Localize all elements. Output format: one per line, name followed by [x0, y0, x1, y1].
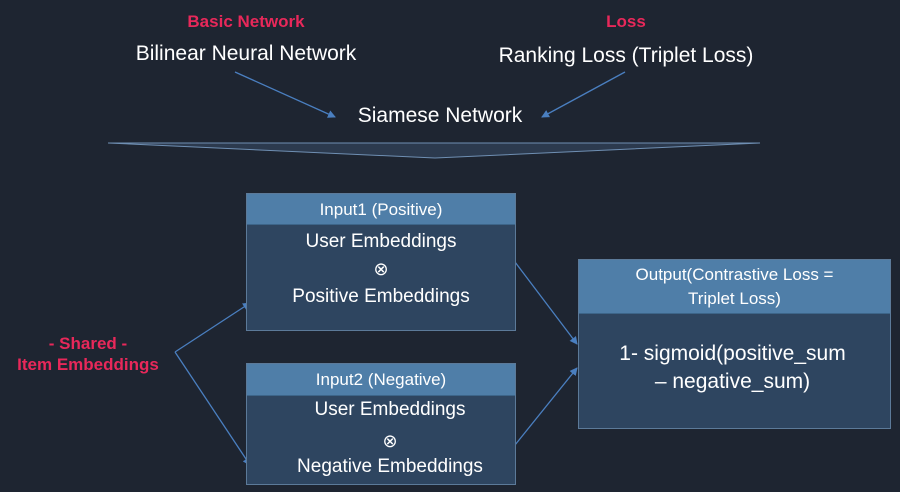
arrow-input2-to-output	[514, 367, 578, 446]
loss-value: Ranking Loss (Triplet Loss)	[498, 44, 754, 67]
input1-tensor-product-symbol: ⊗	[373, 259, 389, 279]
input1-box: Input1 (Positive) User Embeddings ⊗ Posi…	[246, 193, 516, 331]
input2-box: Input2 (Negative) User Embeddings ⊗ Nega…	[246, 363, 516, 485]
input1-positive-embeddings: Positive Embeddings	[292, 286, 470, 307]
output-formula-line2: – negative_sum)	[654, 370, 811, 393]
arrow-basic-to-siamese	[234, 71, 336, 118]
arrow-loss-to-siamese	[541, 71, 626, 118]
shared-label-line2: Item Embeddings	[17, 355, 159, 374]
output-header: Output(Contrastive Loss = Triplet Loss)	[579, 260, 890, 314]
input2-negative-embeddings: Negative Embeddings	[297, 456, 483, 477]
basic-network-heading: Basic Network	[187, 12, 305, 31]
down-chevron-divider	[107, 142, 761, 159]
arrow-shared-to-input1	[174, 302, 251, 353]
output-box: Output(Contrastive Loss = Triplet Loss) …	[578, 259, 891, 429]
input2-tensor-product-symbol: ⊗	[382, 431, 398, 451]
input2-header: Input2 (Negative)	[247, 364, 515, 396]
output-formula-line1: 1- sigmoid(positive_sum	[619, 342, 846, 365]
input2-user-embeddings: User Embeddings	[314, 399, 466, 420]
input1-user-embeddings: User Embeddings	[305, 231, 457, 252]
output-formula: 1- sigmoid(positive_sum – negative_sum)	[575, 340, 890, 396]
basic-network-value: Bilinear Neural Network	[135, 42, 357, 65]
arrow-shared-to-input2	[174, 351, 251, 466]
siamese-network-label: Siamese Network	[357, 104, 523, 127]
shared-label-line1: - Shared -	[48, 334, 128, 353]
output-header-line2: Triplet Loss)	[688, 289, 781, 308]
input1-header: Input1 (Positive)	[247, 194, 515, 225]
shared-item-embeddings-label: - Shared - Item Embeddings	[0, 333, 176, 375]
output-header-line1: Output(Contrastive Loss =	[635, 265, 834, 284]
loss-heading: Loss	[606, 12, 646, 31]
arrow-input1-to-output	[514, 261, 578, 345]
